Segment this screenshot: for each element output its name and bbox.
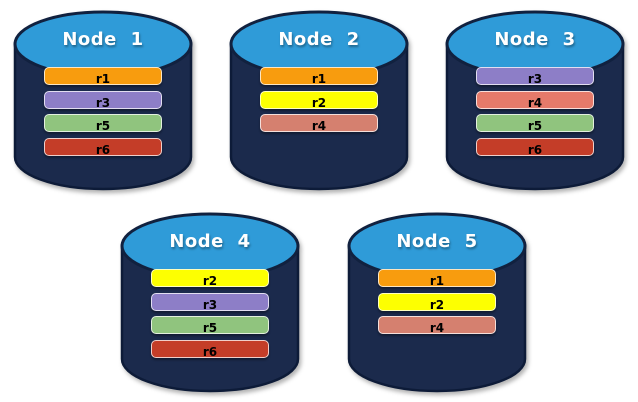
replica-bar: r4 bbox=[476, 90, 594, 110]
db-node-1: Node 1 r1 r3 r5 r6 bbox=[11, 8, 195, 192]
db-node-4: Node 4 r2 r3 r5 r6 bbox=[118, 210, 302, 394]
replica-bar: r2 bbox=[151, 269, 269, 288]
replica-bar: r5 bbox=[476, 114, 594, 133]
node-title: Node 1 bbox=[62, 29, 144, 50]
node-title: Node 4 bbox=[169, 231, 251, 252]
replica-label: r6 bbox=[95, 142, 111, 157]
replica-label: r4 bbox=[429, 321, 445, 335]
replica-bar: r6 bbox=[44, 137, 162, 157]
replica-list: r3 r4 r5 r6 bbox=[476, 67, 594, 161]
replica-bar: r4 bbox=[260, 114, 378, 133]
replica-bar: r2 bbox=[378, 292, 496, 312]
replica-label: r4 bbox=[311, 119, 327, 133]
replica-label: r1 bbox=[95, 72, 111, 86]
replica-list: r2 r3 r5 r6 bbox=[151, 269, 269, 363]
replica-list: r1 r2 r4 bbox=[260, 67, 378, 138]
replica-bar: r1 bbox=[44, 67, 162, 86]
db-node-3: Node 3 r3 r4 r5 r6 bbox=[443, 8, 627, 192]
db-node-5: Node 5 r1 r2 r4 bbox=[345, 210, 529, 394]
replica-label: r5 bbox=[95, 119, 111, 133]
replica-label: r2 bbox=[311, 95, 327, 110]
replica-bar: r5 bbox=[44, 114, 162, 133]
replica-label: r6 bbox=[527, 142, 543, 157]
replica-label: r3 bbox=[527, 72, 543, 86]
replica-label: r5 bbox=[527, 119, 543, 133]
replica-bar: r3 bbox=[151, 292, 269, 312]
replica-bar: r5 bbox=[151, 316, 269, 335]
replica-label: r5 bbox=[202, 321, 218, 335]
replica-bar: r1 bbox=[378, 269, 496, 288]
node-title: Node 5 bbox=[396, 231, 478, 252]
replica-label: r2 bbox=[202, 274, 218, 288]
node-title: Node 3 bbox=[494, 29, 576, 50]
replica-label: r1 bbox=[429, 274, 445, 288]
replica-bar: r6 bbox=[476, 137, 594, 157]
replica-bar: r1 bbox=[260, 67, 378, 86]
replica-bar: r6 bbox=[151, 339, 269, 359]
replica-list: r1 r3 r5 r6 bbox=[44, 67, 162, 161]
replica-bar: r3 bbox=[476, 67, 594, 86]
replica-list: r1 r2 r4 bbox=[378, 269, 496, 340]
replica-label: r3 bbox=[202, 297, 218, 312]
replica-label: r2 bbox=[429, 297, 445, 312]
replica-bar: r2 bbox=[260, 90, 378, 110]
replica-bar: r3 bbox=[44, 90, 162, 110]
db-node-2: Node 2 r1 r2 r4 bbox=[227, 8, 411, 192]
node-title: Node 2 bbox=[278, 29, 360, 50]
replica-bar: r4 bbox=[378, 316, 496, 335]
replica-label: r3 bbox=[95, 95, 111, 110]
replica-label: r6 bbox=[202, 344, 218, 359]
replica-label: r1 bbox=[311, 72, 327, 86]
replica-label: r4 bbox=[527, 95, 543, 110]
